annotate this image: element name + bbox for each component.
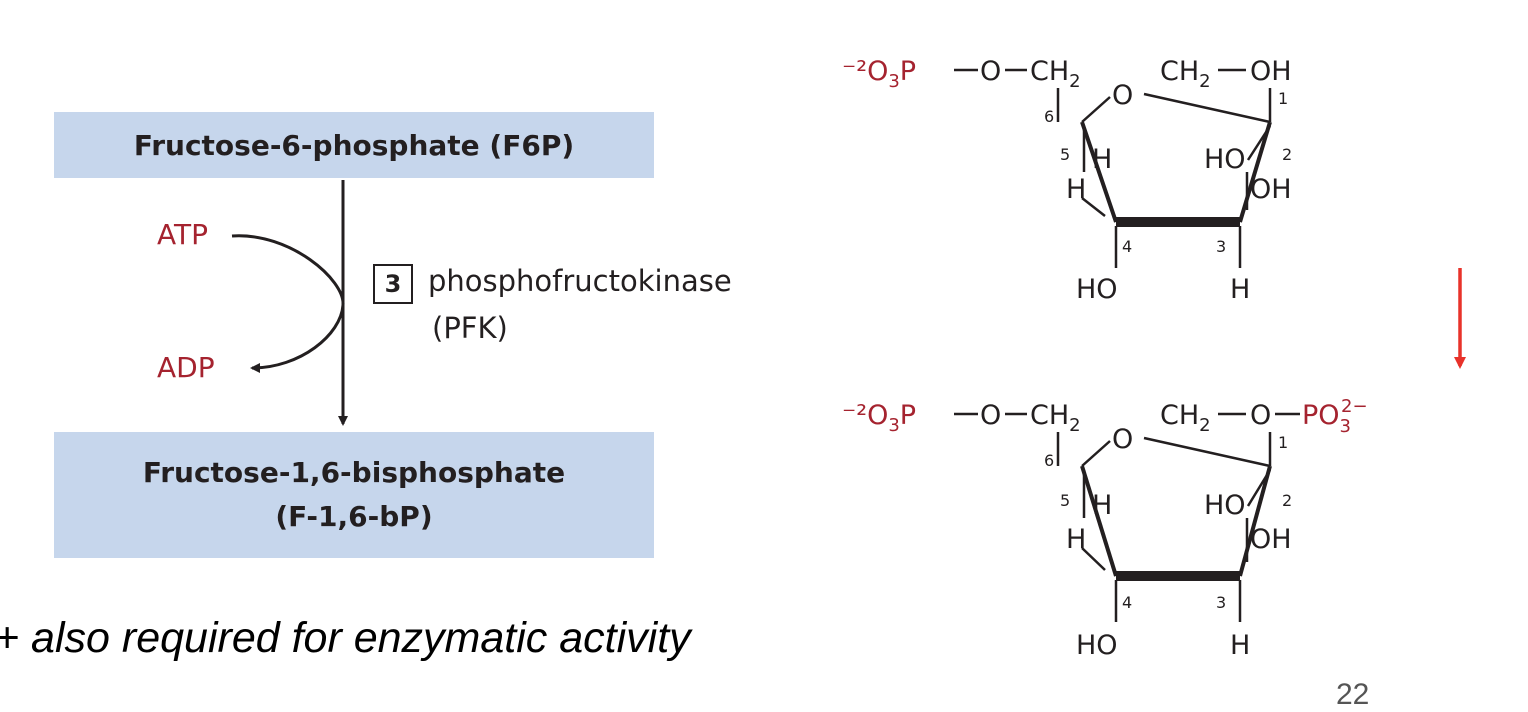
svg-text:CH2: CH2 — [1160, 56, 1211, 92]
svg-text:O: O — [980, 56, 1001, 87]
enzyme-abbrev: (PFK) — [432, 311, 508, 345]
svg-text:6: 6 — [1044, 451, 1054, 470]
svg-text:3: 3 — [1216, 593, 1226, 612]
svg-text:CH2: CH2 — [1160, 400, 1211, 436]
svg-text:OH: OH — [1250, 56, 1292, 87]
svg-text:OH: OH — [1250, 174, 1292, 205]
svg-text:HO: HO — [1204, 490, 1246, 521]
page-number: 22 — [1336, 678, 1370, 711]
svg-text:H: H — [1230, 630, 1250, 661]
substrate-box: Fructose-6-phosphate (F6P) — [54, 112, 654, 178]
svg-text:CH2: CH2 — [1030, 56, 1081, 92]
product-label-line1: Fructose-1,6-bisphosphate — [142, 456, 566, 489]
svg-text:CH2: CH2 — [1030, 400, 1081, 436]
svg-text:4: 4 — [1122, 237, 1132, 256]
svg-text:H: H — [1066, 174, 1086, 205]
svg-text:⁻²O3P: ⁻²O3P — [842, 56, 916, 92]
svg-text:H: H — [1092, 144, 1112, 175]
fructose-1-6-bisphosphate-structure: ⁻²O3P O CH2 CH2 O PO32− O H H HO OH HO H… — [842, 396, 1368, 661]
product-label-line2: (F-1,6-bP) — [275, 500, 433, 533]
svg-text:1: 1 — [1278, 89, 1288, 108]
enzyme-step-number: 3 — [373, 264, 413, 304]
svg-text:H: H — [1230, 274, 1250, 305]
svg-text:O: O — [1250, 400, 1271, 431]
svg-text:O: O — [980, 400, 1001, 431]
cofactor-note: + also required for enzymatic activity — [0, 614, 691, 662]
adp-label: ADP — [157, 351, 215, 384]
atp-adp-curved-arrow — [231, 234, 345, 373]
svg-text:H: H — [1092, 490, 1112, 521]
svg-text:OH: OH — [1250, 524, 1292, 555]
svg-text:6: 6 — [1044, 107, 1054, 126]
enzyme-name: phosphofructokinase — [428, 264, 732, 298]
svg-text:1: 1 — [1278, 433, 1288, 452]
atp-label: ATP — [157, 218, 208, 251]
substrate-label: Fructose-6-phosphate (F6P) — [133, 128, 575, 162]
svg-text:4: 4 — [1122, 593, 1132, 612]
svg-text:HO: HO — [1076, 630, 1118, 661]
fructose-6-phosphate-structure: ⁻²O3P O CH2 CH2 OH O H H HO OH HO H 6 1 … — [842, 56, 1292, 305]
product-box: Fructose-1,6-bisphosphate (F-1,6-bP) — [54, 432, 654, 558]
svg-text:O: O — [1112, 424, 1133, 455]
svg-text:PO32−: PO32− — [1302, 396, 1368, 437]
svg-text:⁻²O3P: ⁻²O3P — [842, 400, 916, 436]
svg-text:2: 2 — [1282, 491, 1292, 510]
svg-text:2: 2 — [1282, 145, 1292, 164]
svg-text:3: 3 — [1216, 237, 1226, 256]
svg-text:H: H — [1066, 524, 1086, 555]
svg-text:HO: HO — [1076, 274, 1118, 305]
svg-text:O: O — [1112, 80, 1133, 111]
svg-text:HO: HO — [1204, 144, 1246, 175]
svg-text:5: 5 — [1060, 491, 1070, 510]
svg-text:5: 5 — [1060, 145, 1070, 164]
